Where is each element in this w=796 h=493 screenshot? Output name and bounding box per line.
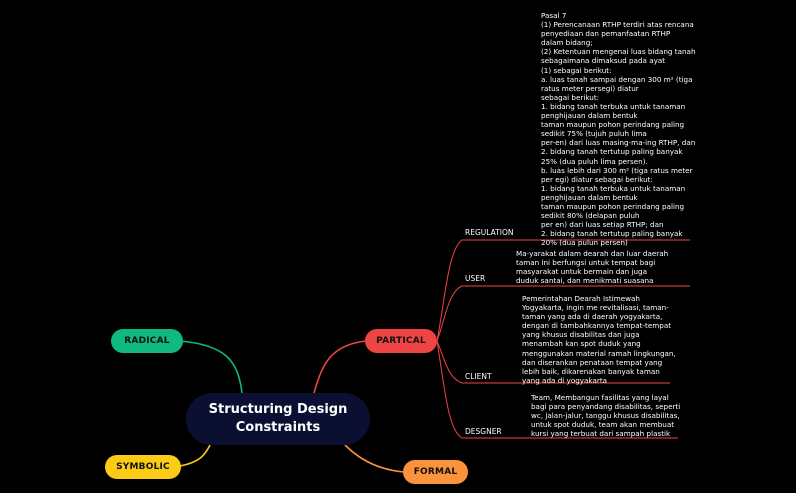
central-topic[interactable]: Structuring Design Constraints (186, 393, 370, 445)
branch-radical-label: RADICAL (124, 336, 170, 346)
branch-formal-label: FORMAL (413, 467, 458, 477)
subtopic-designer-label[interactable]: DESGNER (465, 427, 502, 436)
connector-partical (313, 340, 367, 394)
subtopic-client-label[interactable]: CLIENT (465, 372, 492, 381)
connector-client (436, 340, 670, 384)
connector-regulation (436, 239, 690, 342)
client-text: Pemerintahan Dearah Istimewah Yogyakarta… (522, 294, 676, 385)
connector-radical (179, 340, 243, 394)
branch-symbolic-label: SYMBOLIC (116, 462, 170, 472)
central-topic-label: Structuring Design Constraints (208, 402, 348, 435)
connector-user (436, 285, 690, 342)
connector-formal (344, 444, 405, 473)
branch-formal[interactable]: FORMAL (403, 460, 468, 484)
user-text: Ma-yarakat dalam dearah dan luar daerah … (516, 249, 669, 286)
branch-partical-label: PARTICAL (376, 336, 426, 346)
subtopic-regulation-label[interactable]: REGULATION (465, 228, 514, 237)
connector-designer (436, 340, 678, 439)
branch-symbolic[interactable]: SYMBOLIC (105, 455, 181, 479)
branch-partical[interactable]: PARTICAL (365, 329, 437, 353)
connector-symbolic (179, 444, 211, 467)
regulation-text: Pasal 7 (1) Perencanaan RTHP terdiri ata… (541, 11, 696, 248)
branch-radical[interactable]: RADICAL (111, 329, 183, 353)
designer-text: Team, Membangun fasilitas yang layal bag… (531, 393, 681, 439)
subtopic-user-label[interactable]: USER (465, 274, 486, 283)
